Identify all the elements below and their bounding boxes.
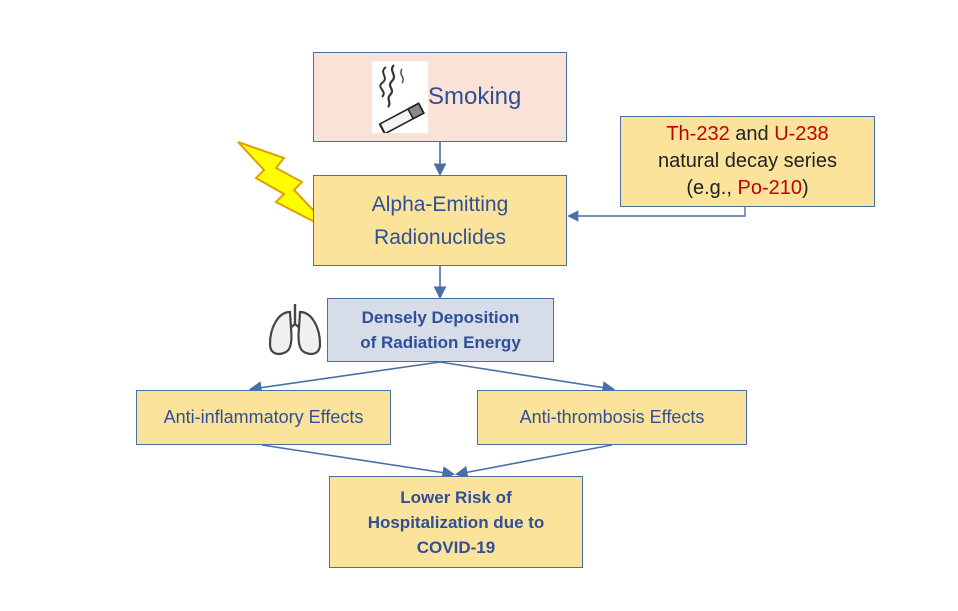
decay-line-1: Th-232 and U-238 <box>666 121 828 148</box>
arrow-deposition-to-antiinflammatory <box>248 361 441 394</box>
anti-inflammatory-label: Anti-inflammatory Effects <box>163 407 364 427</box>
risk-line-3: COVID-19 <box>416 537 496 557</box>
example-close: ) <box>801 177 809 199</box>
smoking-label: Smoking <box>428 83 522 110</box>
arrow-antithrombosis-to-risk <box>454 444 613 479</box>
decay-connector-text: and <box>729 123 775 145</box>
deposition-line-1: Densely Deposition <box>361 308 520 327</box>
isotope-po210: Po-210 <box>737 177 802 199</box>
alpha-line-1: Alpha-Emitting <box>371 192 509 216</box>
alpha-line-2: Radionuclides <box>374 225 506 249</box>
arrow-antiinflammatory-to-risk <box>261 444 456 479</box>
deposition-line-2: of Radiation Energy <box>360 333 521 352</box>
risk-line-2: Hospitalization due to <box>367 512 545 532</box>
arrow-decay-to-alpha <box>567 207 746 222</box>
isotope-u238: U-238 <box>774 123 829 145</box>
anti-thrombosis-node: Anti-thrombosis Effects <box>477 390 747 445</box>
decay-line-3: (e.g., Po-210) <box>686 175 808 202</box>
lungs-icon <box>264 298 326 362</box>
decay-series-node: Th-232 and U-238 natural decay series (e… <box>620 116 875 207</box>
alpha-emitting-node: Alpha-Emitting Radionuclides <box>313 175 567 266</box>
arrow-deposition-to-antithrombosis <box>439 361 616 394</box>
anti-thrombosis-label: Anti-thrombosis Effects <box>519 407 705 427</box>
radiation-deposition-node: Densely Deposition of Radiation Energy <box>327 298 554 362</box>
anti-inflammatory-node: Anti-inflammatory Effects <box>136 390 391 445</box>
isotope-th232: Th-232 <box>666 123 730 145</box>
example-open: (e.g., <box>686 177 738 199</box>
risk-line-1: Lower Risk of <box>400 487 512 507</box>
cigarette-icon <box>372 61 428 135</box>
lower-risk-node: Lower Risk of Hospitalization due to COV… <box>329 476 583 568</box>
smoking-node: Smoking <box>313 52 567 142</box>
decay-line-2: natural decay series <box>658 150 837 172</box>
